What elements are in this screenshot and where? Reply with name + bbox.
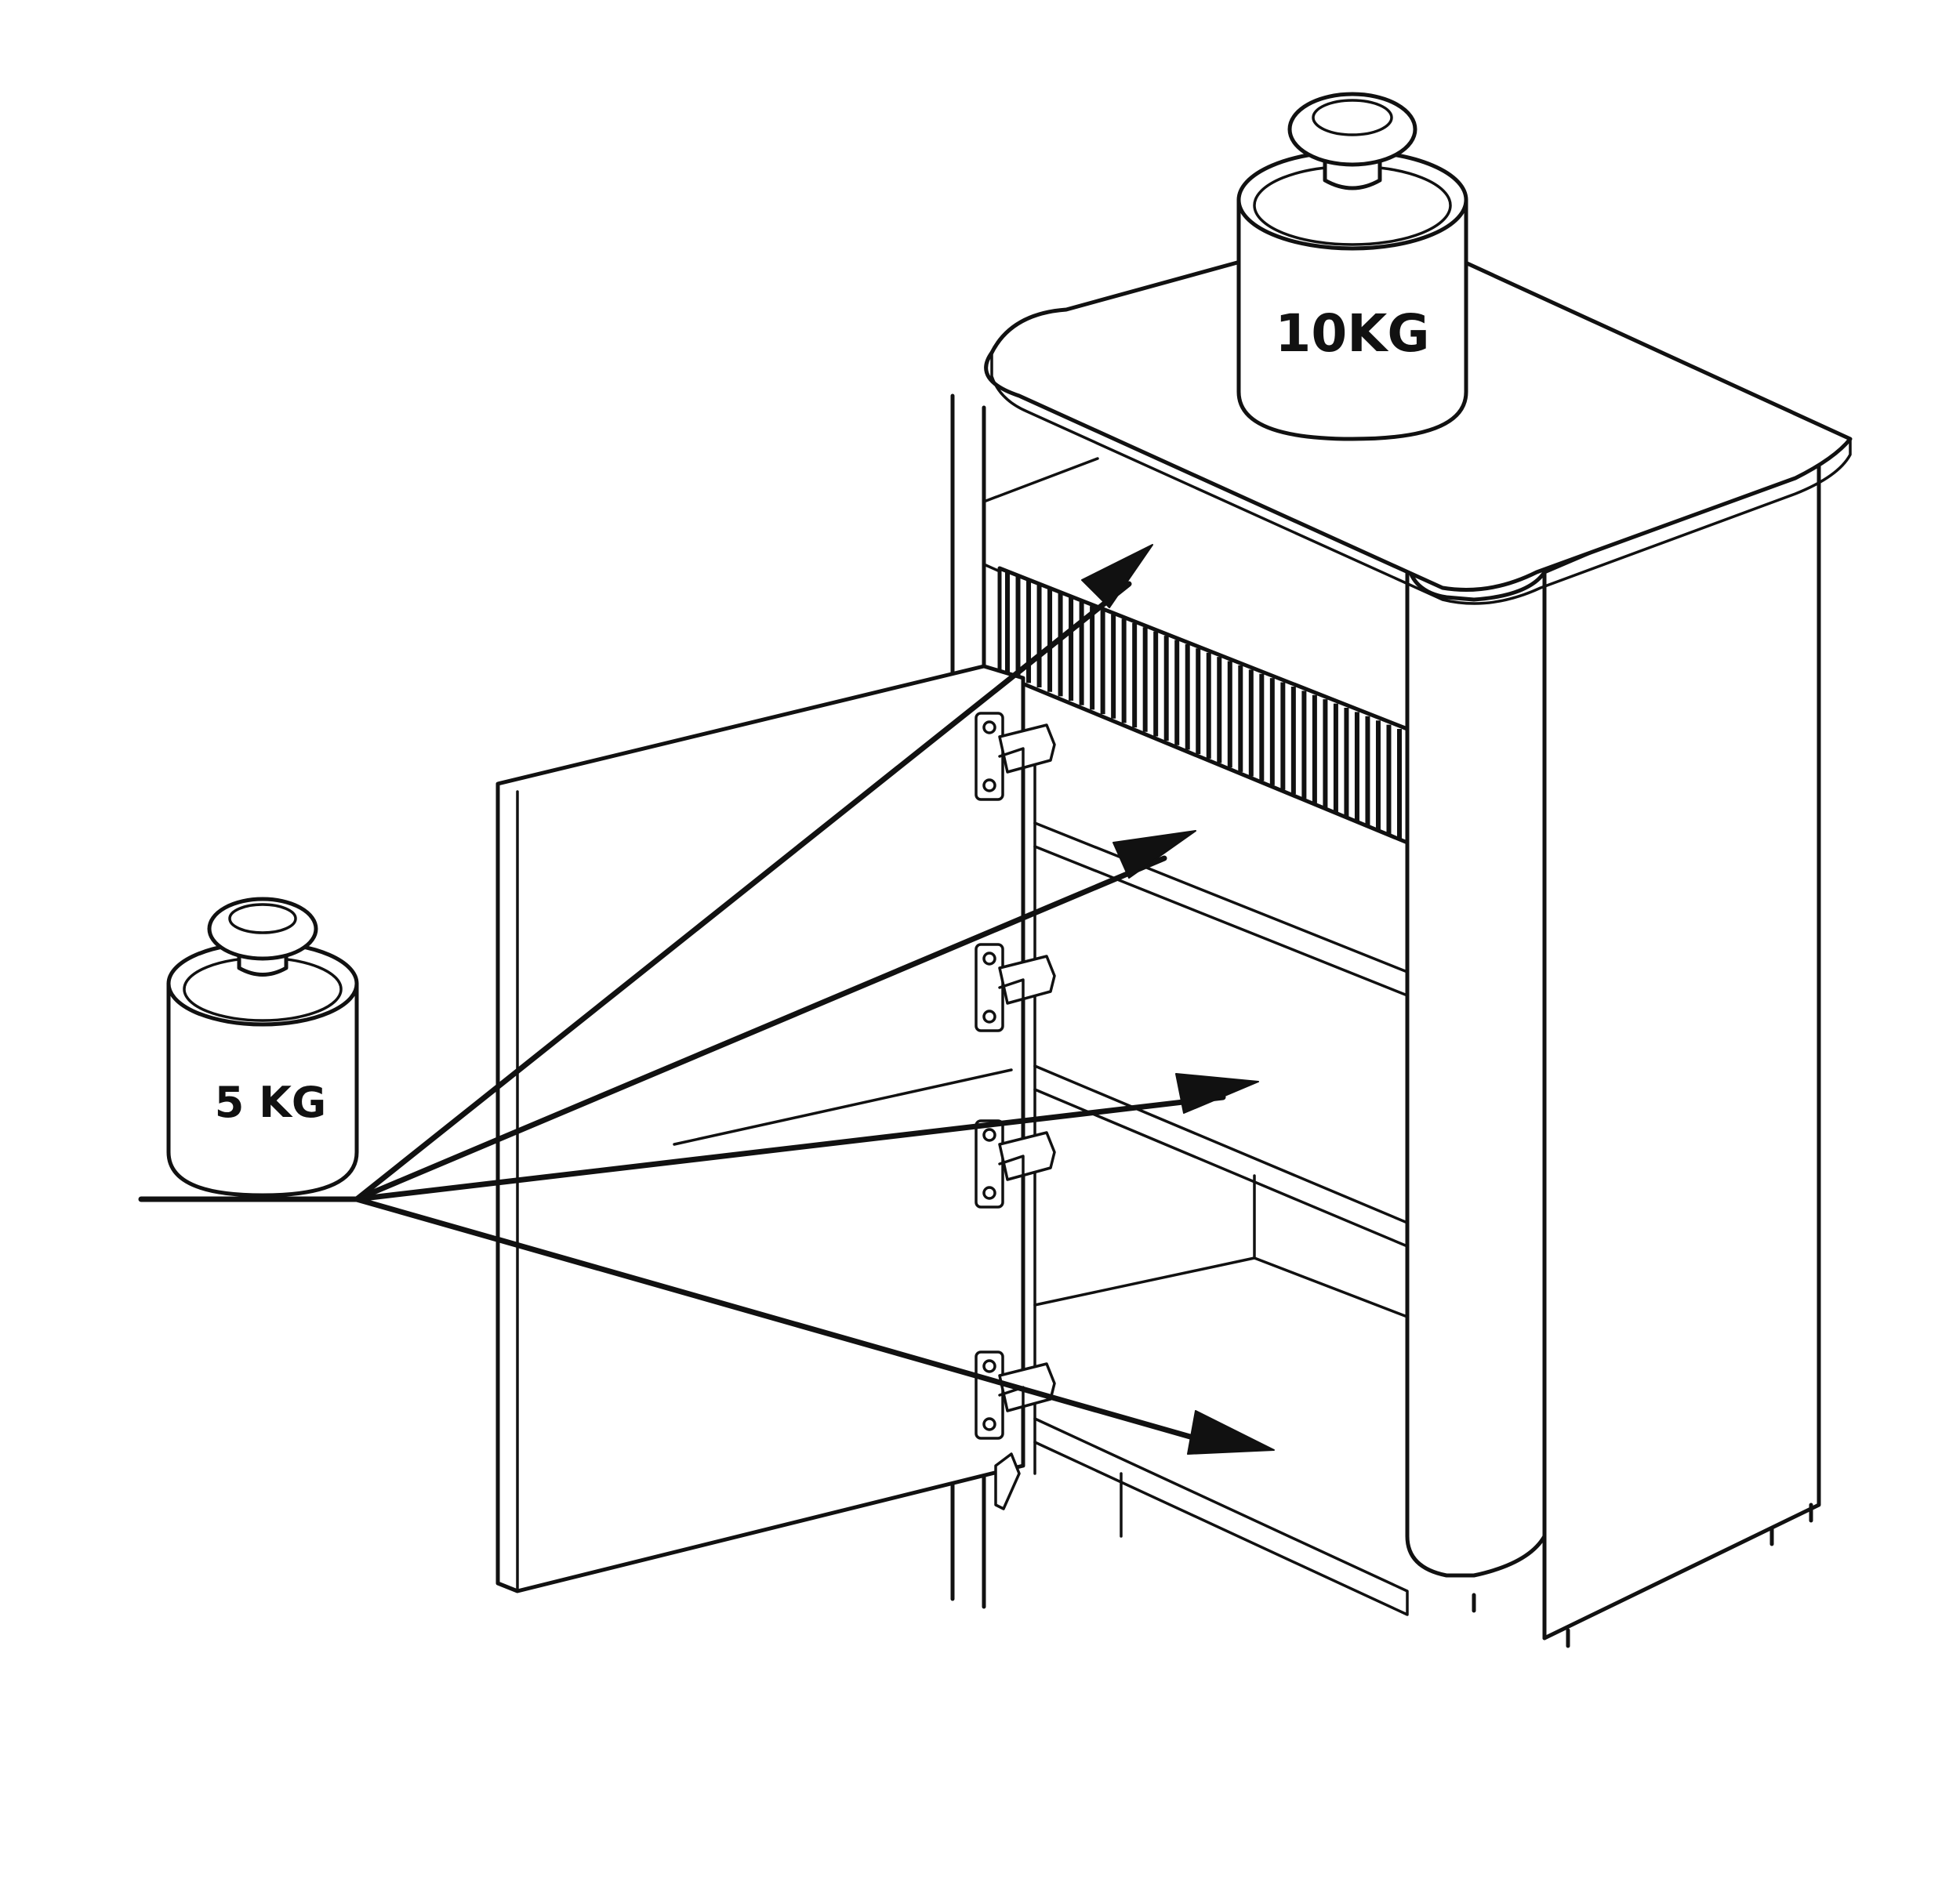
hinge-icon <box>975 712 1056 801</box>
cabinet-shelf-3 <box>1033 1174 1409 1318</box>
top-weight: 10KG <box>1236 92 1468 441</box>
cabinet-shelf-2 <box>1033 1064 1409 1248</box>
arrowhead-1 <box>1081 544 1153 608</box>
door-panel <box>495 664 1025 1593</box>
cabinet-shelf-1 <box>1033 821 1409 997</box>
cabinet-slats <box>1005 572 1402 839</box>
hinge-icon <box>975 1350 1056 1440</box>
arrowhead-4 <box>1187 1410 1275 1455</box>
hinge-icon <box>975 1119 1056 1209</box>
door-weight: 5 KG <box>166 897 359 1198</box>
force-arrow-1 <box>354 581 1132 1202</box>
force-arrow-3 <box>354 1094 1226 1202</box>
door-weight-body <box>166 981 359 1198</box>
door-weight-label: 5 KG <box>215 1078 327 1127</box>
hinge-icon <box>975 943 1056 1032</box>
cabinet-feet <box>1472 1503 1813 1648</box>
force-arrow-4 <box>354 1196 1226 1449</box>
door-weight-knob <box>207 897 318 961</box>
top-weight-label: 10KG <box>1275 303 1429 364</box>
force-arrow-3-shadow <box>673 1068 1013 1146</box>
cabinet-bottom-shelf <box>1033 1417 1409 1616</box>
cabinet-top-thickness <box>990 351 1852 605</box>
force-arrows <box>138 544 1275 1455</box>
door-catch <box>994 1452 1021 1510</box>
top-weight-body <box>1236 198 1468 441</box>
force-arrow-2 <box>354 855 1167 1202</box>
arrowhead-3 <box>1175 1073 1259 1114</box>
hinges <box>975 712 1056 1510</box>
cabinet-right-side <box>1542 452 1821 1640</box>
cabinet-front-column <box>1405 558 1547 1578</box>
top-weight-knob <box>1287 92 1417 167</box>
cabinet-door <box>495 664 1025 1593</box>
arrowhead-2 <box>1112 830 1196 879</box>
